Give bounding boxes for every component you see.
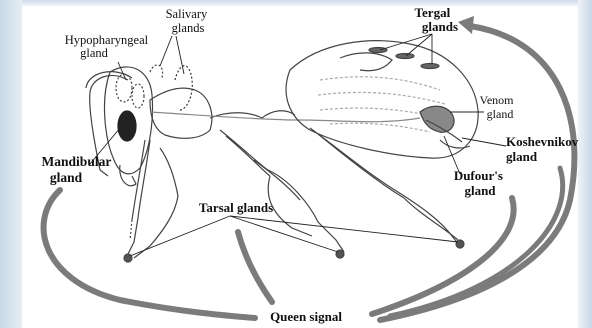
- ant-gaster: [286, 41, 478, 158]
- label-salivary-glands: Salivary glands: [166, 7, 211, 35]
- label-hypopharyngeal-gland: Hypopharyngeal gland: [65, 33, 151, 60]
- label-tarsal-glands: Tarsal glands: [199, 200, 273, 215]
- arrow-dufour: [372, 198, 514, 314]
- ant-illustration: [86, 41, 478, 262]
- mandibular-gland-shape: [118, 111, 136, 141]
- label-venom-gland: Venom gland: [480, 93, 517, 121]
- label-dufours-gland: Dufour's gland: [454, 168, 506, 198]
- label-mandibular-gland: Mandibular gland: [42, 154, 115, 185]
- label-tergal-glands: Tergal glands: [415, 5, 459, 34]
- arrowhead-tergal: [458, 16, 474, 34]
- arrow-tarsal: [238, 232, 272, 302]
- ant-leg-front: [126, 140, 150, 258]
- label-koshevnikov-gland: Koshevnikov gland: [506, 134, 582, 164]
- label-queen-signal: Queen signal: [270, 309, 342, 324]
